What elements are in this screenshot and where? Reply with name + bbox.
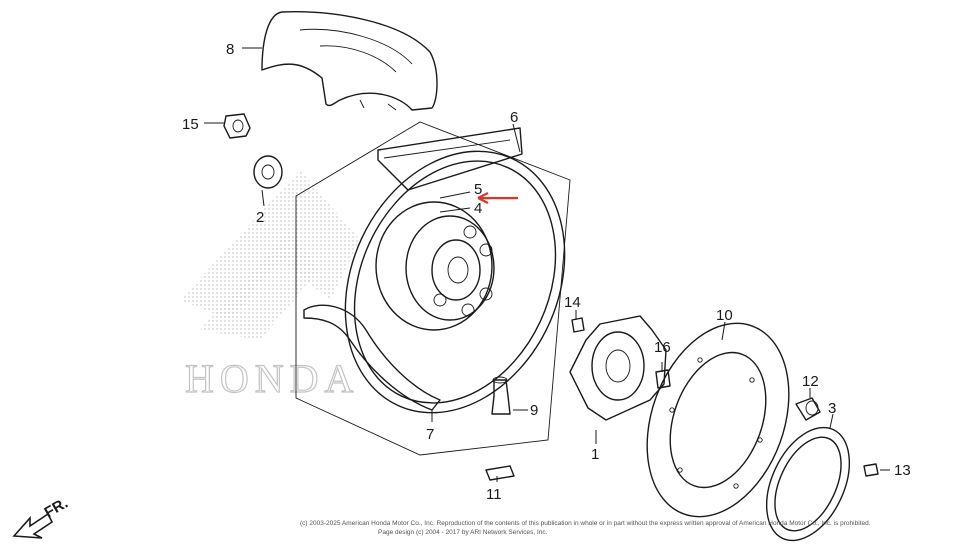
callout-14: 14 <box>564 294 581 311</box>
callout-5: 5 <box>474 181 482 198</box>
rim <box>344 127 566 414</box>
brake-disc <box>646 322 790 518</box>
callout-9: 9 <box>530 402 538 419</box>
screw-13 <box>863 463 879 477</box>
front-direction-indicator: FR. <box>12 495 71 539</box>
callout-13: 13 <box>894 462 911 479</box>
copyright-line-2: Page design (c) 2004 - 2017 by ARI Netwo… <box>378 529 548 536</box>
collar <box>253 155 283 189</box>
watermark-text: HONDA <box>185 356 359 401</box>
bolt-14 <box>571 317 585 333</box>
stud <box>655 369 671 389</box>
callout-1: 1 <box>591 446 599 463</box>
callout-16: 16 <box>654 339 671 356</box>
copyright-notice: (c) 2003-2025 American Honda Motor Co., … <box>300 519 871 537</box>
pulser-ring <box>765 426 851 542</box>
tire <box>261 11 438 111</box>
callout-2: 2 <box>256 209 264 226</box>
callout-4: 4 <box>474 200 482 217</box>
disc-bolt <box>795 397 821 421</box>
honda-watermark: HONDA <box>180 170 360 402</box>
assembly-outline <box>295 121 571 456</box>
hub-nut <box>223 113 251 139</box>
copyright-line-1: (c) 2003-2025 American Honda Motor Co., … <box>300 520 871 527</box>
callouts: 8 15 2 6 5 4 7 9 11 14 16 10 12 3 13 1 <box>182 41 911 503</box>
callout-7: 7 <box>426 426 434 443</box>
callout-3: 3 <box>828 400 836 417</box>
balance-weight <box>485 465 515 481</box>
leader-lines <box>204 47 890 482</box>
rim-band <box>303 304 441 411</box>
callout-12: 12 <box>802 373 819 390</box>
hub <box>375 201 495 331</box>
callout-15: 15 <box>182 116 199 133</box>
flange <box>569 315 667 421</box>
callout-8: 8 <box>226 41 234 58</box>
callout-11: 11 <box>486 486 502 503</box>
valve <box>491 376 511 415</box>
callout-6: 6 <box>510 109 518 126</box>
highlight-arrow <box>477 192 518 204</box>
callout-10: 10 <box>716 307 733 324</box>
front-arrow-icon <box>12 512 54 539</box>
